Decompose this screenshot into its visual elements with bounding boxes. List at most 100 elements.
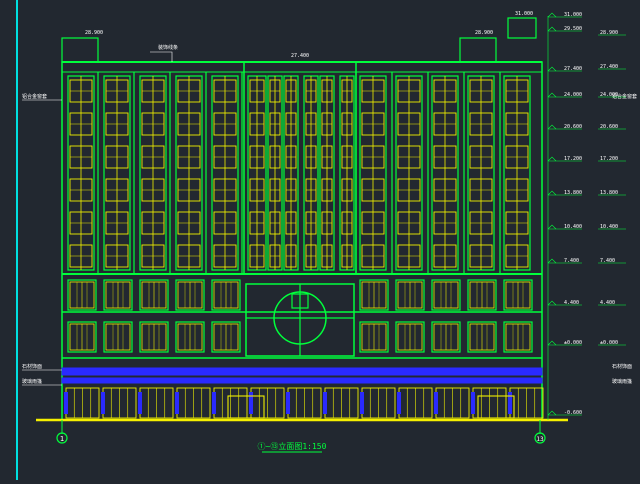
- level-mark-label: -0.600: [564, 410, 582, 416]
- drawing-title: ①~⑬立面图1:150: [258, 441, 327, 451]
- ground-floor-bays: [64, 387, 544, 419]
- level-mark-symbol: [547, 26, 557, 32]
- ground-column: [434, 392, 438, 414]
- ground-column: [138, 392, 142, 414]
- podium-window: [175, 279, 205, 311]
- right-level-mark-label: 13.800: [600, 190, 618, 196]
- left-roof-tower: [61, 37, 99, 63]
- podium-window: [359, 321, 389, 353]
- annotation-right-mid: 石材饰面: [612, 363, 632, 370]
- level-mark-symbol: [547, 92, 557, 98]
- podium-window: [139, 321, 169, 353]
- podium-window: [503, 321, 533, 353]
- ground-column: [249, 392, 253, 414]
- level-mark-symbol: [547, 156, 557, 162]
- right-level-mark-label: 27.400: [600, 64, 618, 70]
- roof-left-label: 28.900: [85, 30, 103, 36]
- level-mark-symbol: [547, 12, 557, 18]
- ground-column: [360, 392, 364, 414]
- window-grid: [67, 72, 531, 274]
- level-marks-column: 31.000 29.500 27.400 24.000 20.600 17.200 13.8…: [547, 12, 582, 420]
- level-mark-symbol: [547, 258, 557, 264]
- ground-column: [286, 392, 290, 414]
- podium-window: [139, 279, 169, 311]
- level-mark-symbol: [547, 66, 557, 72]
- level-mark-symbol: [547, 224, 557, 230]
- right-level-mark-label: 20.600: [600, 124, 618, 130]
- level-mark-label: 31.000: [564, 12, 582, 18]
- level-mark-symbol: [547, 340, 557, 346]
- entrance-door: [477, 395, 515, 419]
- level-mark-label: 13.800: [564, 190, 582, 196]
- level-mark-label: 17.200: [564, 156, 582, 162]
- axis-label-right: 13: [536, 436, 544, 443]
- annotation-right-top: 铝合金窗套: [612, 93, 637, 100]
- annotation-left-bottom: 玻璃雨篷: [22, 378, 42, 385]
- right-level-mark-label: 28.900: [600, 30, 618, 36]
- ground-column: [101, 392, 105, 414]
- podium-window: [211, 279, 241, 311]
- glass-canopy: [61, 367, 543, 376]
- axis-bubble-left: [56, 432, 68, 444]
- level-mark-label: 10.400: [564, 224, 582, 230]
- ground-column: [508, 392, 512, 414]
- podium-window: [467, 279, 497, 311]
- level-mark-symbol: [547, 300, 557, 306]
- podium-window: [67, 279, 97, 311]
- podium-window: [211, 321, 241, 353]
- right-level-mark-label: 17.200: [600, 156, 618, 162]
- ground-column: [64, 392, 68, 414]
- level-mark-label: 7.400: [564, 258, 579, 264]
- level-mark-label: ±0.000: [564, 340, 582, 346]
- right-top-tower: [507, 17, 537, 39]
- level-mark-symbol: [547, 124, 557, 130]
- center-emblem-square: [291, 293, 309, 309]
- podium-window: [467, 321, 497, 353]
- right-level-mark-label: ±0.000: [600, 340, 618, 346]
- right-level-mark-label: 7.400: [600, 258, 615, 264]
- annotation-center-leader: [150, 51, 173, 62]
- level-mark-symbol: [547, 190, 557, 196]
- annotation-left-mid: 石材饰面: [22, 363, 42, 370]
- annotation-right-bottom: 玻璃雨篷: [612, 378, 632, 385]
- roof-right-label: 28.900: [475, 30, 493, 36]
- podium-window: [395, 279, 425, 311]
- level-mark-label: 20.600: [564, 124, 582, 130]
- roof-level-label: 27.400: [291, 53, 309, 59]
- right-level-mark-label: 24.000: [600, 92, 618, 98]
- tower-label: 31.000: [515, 11, 533, 17]
- right-level-marks-column: 28.900 27.400 24.000 20.600 17.200 13.800 10.4…: [598, 30, 626, 346]
- annotation-center-callout: 装饰线条: [158, 44, 178, 51]
- ground-column: [397, 392, 401, 414]
- podium-window-grid: [67, 279, 533, 353]
- ground-column: [471, 392, 475, 414]
- building-elevation: [36, 17, 568, 434]
- entrance-door: [227, 395, 265, 419]
- podium-window: [431, 321, 461, 353]
- podium-window: [103, 321, 133, 353]
- ground-column: [323, 392, 327, 414]
- podium-window: [175, 321, 205, 353]
- level-mark-label: 29.500: [564, 26, 582, 32]
- level-mark-label: 27.400: [564, 66, 582, 72]
- right-roof-tower: [459, 37, 497, 63]
- podium-window: [395, 321, 425, 353]
- level-mark-label: 4.400: [564, 300, 579, 306]
- annotation-left-top: 铝合金窗套: [22, 93, 47, 100]
- ground-column: [175, 392, 179, 414]
- level-mark-label: 24.000: [564, 92, 582, 98]
- podium-window: [431, 279, 461, 311]
- glass-canopy-lower: [61, 377, 543, 384]
- axis-label-left: 1: [60, 435, 64, 443]
- level-mark-symbol: [547, 410, 557, 416]
- podium-window: [359, 279, 389, 311]
- podium-window: [103, 279, 133, 311]
- ground-column: [212, 392, 216, 414]
- axis-bubble-right: [534, 432, 546, 444]
- right-level-mark-label: 10.400: [600, 224, 618, 230]
- podium-window: [503, 279, 533, 311]
- podium-window: [67, 321, 97, 353]
- right-level-mark-label: 4.400: [600, 300, 615, 306]
